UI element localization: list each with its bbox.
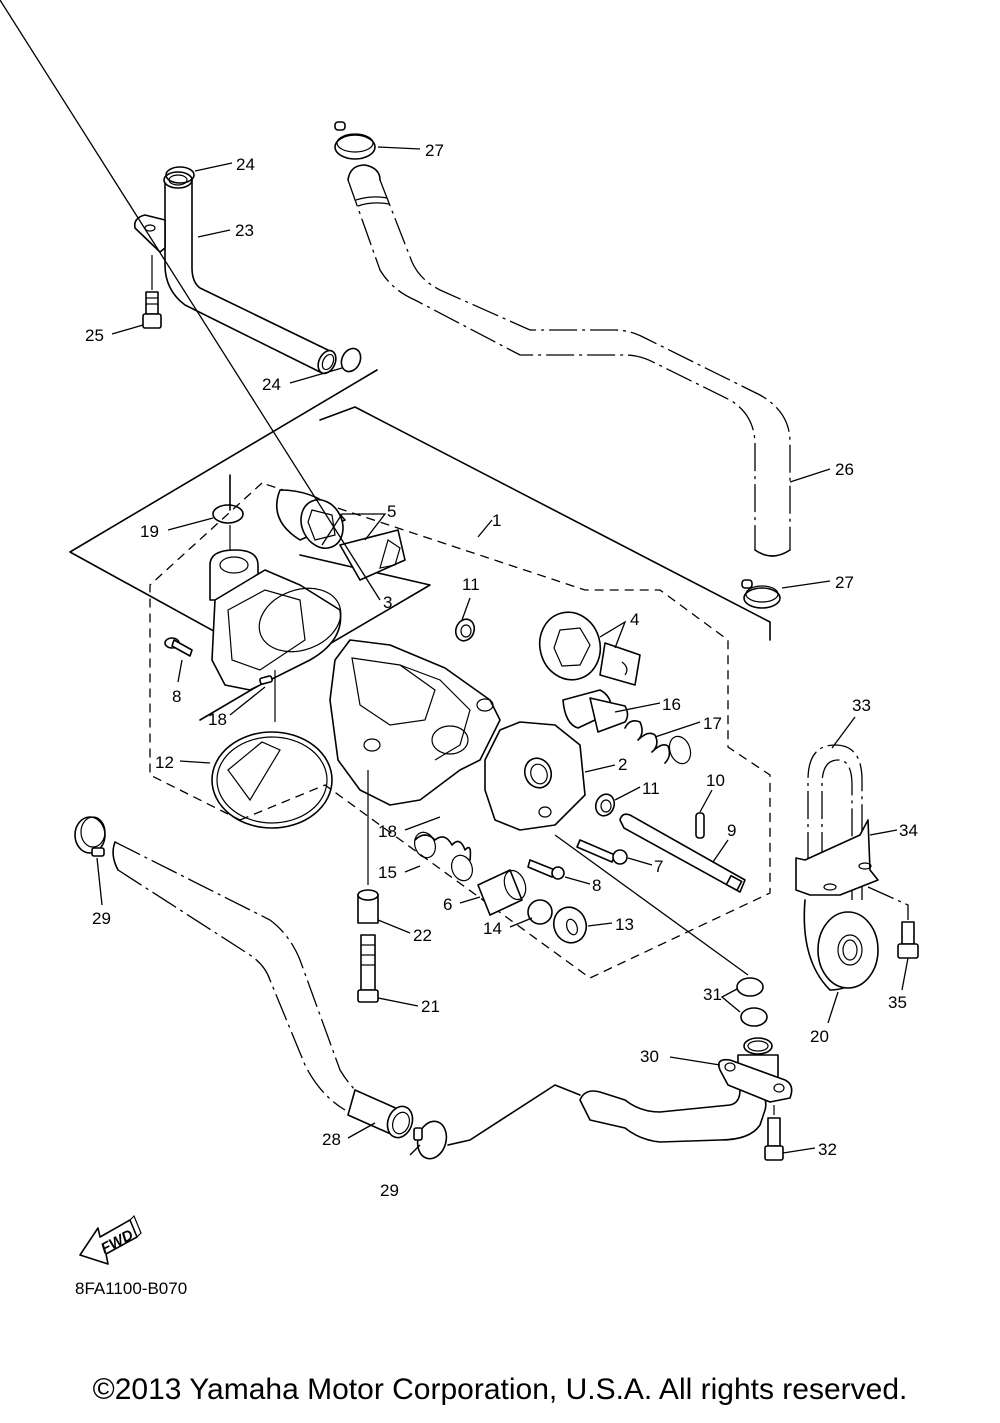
callout-9: 9: [727, 821, 736, 840]
pin-10[interactable]: [695, 812, 705, 839]
rotor-4[interactable]: [532, 605, 641, 686]
clamp-29-left[interactable]: [74, 816, 106, 857]
bolt-32[interactable]: [764, 1105, 784, 1161]
callout-1: 1: [492, 511, 501, 530]
oring-31-lower[interactable]: [740, 1007, 768, 1027]
callout-13: 13: [615, 915, 634, 934]
callout-27-top: 27: [425, 141, 444, 160]
pump-body[interactable]: [329, 639, 501, 806]
fwd-arrow-icon: FWD: [79, 1214, 142, 1265]
callout-31: 31: [703, 985, 722, 1004]
callout-17: 17: [703, 714, 722, 733]
oring-24-top[interactable]: [165, 166, 195, 184]
callout-8-left: 8: [172, 687, 181, 706]
cover-2[interactable]: [484, 721, 586, 831]
spring-17[interactable]: [624, 720, 694, 767]
leader-lines: [0, 0, 909, 1156]
shaft-9[interactable]: [619, 813, 746, 893]
oring-31-upper[interactable]: [736, 977, 764, 997]
callout-27-bottom: 27: [835, 573, 854, 592]
callout-12: 12: [155, 753, 174, 772]
clamp-29-right[interactable]: [413, 1118, 451, 1162]
callout-26: 26: [835, 460, 854, 479]
callout-2: 2: [618, 755, 627, 774]
diagram-code: 8FA1100-B070: [75, 1279, 188, 1298]
assembly-link-lower: [447, 1084, 581, 1146]
bolt-21[interactable]: [357, 934, 379, 1003]
callout-labels: 24 23 25 24 27 26 27 19 5 1 3 11 4 8 18 …: [85, 141, 918, 1200]
bolt-8-right[interactable]: [527, 859, 565, 880]
leader-assembly-30: [554, 834, 749, 976]
pipe-23[interactable]: [133, 171, 340, 376]
strainer-12[interactable]: [211, 670, 333, 829]
oring-19[interactable]: [212, 504, 244, 550]
callout-35: 35: [888, 993, 907, 1012]
callout-16: 16: [662, 695, 681, 714]
spring-15[interactable]: [411, 829, 476, 883]
callout-18-right: 18: [378, 822, 397, 841]
pipe-30[interactable]: [579, 1037, 793, 1143]
callout-33: 33: [852, 696, 871, 715]
bolt-7[interactable]: [576, 839, 628, 865]
callout-24-top: 24: [236, 155, 255, 174]
callout-5: 5: [387, 502, 396, 521]
bolt-35[interactable]: [867, 886, 919, 959]
hose-26[interactable]: [347, 164, 791, 557]
callout-30: 30: [640, 1047, 659, 1066]
sprocket-20[interactable]: [817, 911, 879, 989]
hose-28[interactable]: [112, 841, 417, 1141]
clamp-27-top[interactable]: [334, 121, 376, 160]
assembly-1-boundary: [149, 482, 771, 979]
callout-21: 21: [421, 997, 440, 1016]
callout-25: 25: [85, 326, 104, 345]
callout-7: 7: [654, 857, 663, 876]
dowel-18-left[interactable]: [259, 675, 273, 685]
callout-24-bottom: 24: [262, 375, 281, 394]
callout-14: 14: [483, 919, 502, 938]
callout-10: 10: [706, 771, 725, 790]
callout-22: 22: [413, 926, 432, 945]
collar-22[interactable]: [357, 770, 379, 924]
callout-23: 23: [235, 221, 254, 240]
chain-guide-34[interactable]: [795, 819, 879, 896]
callout-28: 28: [322, 1130, 341, 1149]
callout-11-lower: 11: [642, 779, 660, 798]
ball-14[interactable]: [527, 899, 553, 925]
strainer-housing-3[interactable]: [209, 549, 350, 691]
callout-18-left: 18: [208, 710, 227, 729]
oring-24-bottom[interactable]: [338, 345, 364, 374]
callout-15: 15: [378, 863, 397, 882]
oil-seal-11-upper[interactable]: [453, 597, 477, 643]
callout-8-right: 8: [592, 876, 601, 895]
sleeve-6[interactable]: [477, 867, 530, 916]
bolt-8-left[interactable]: [164, 637, 193, 657]
plunger-16[interactable]: [562, 689, 629, 733]
callout-4: 4: [630, 610, 639, 629]
callout-6: 6: [443, 895, 452, 914]
clamp-27-bottom[interactable]: [741, 579, 781, 609]
bolt-25[interactable]: [142, 255, 162, 329]
callout-29-left: 29: [92, 909, 111, 928]
oil-seal-11-lower[interactable]: [593, 792, 617, 819]
callout-3: 3: [383, 593, 392, 612]
plug-13[interactable]: [549, 903, 591, 948]
callout-34: 34: [899, 821, 918, 840]
callout-11-upper: 11: [462, 575, 480, 594]
callout-20: 20: [810, 1027, 829, 1046]
rotor-5[interactable]: [276, 489, 406, 581]
callout-19: 19: [140, 522, 159, 541]
assembly-bracket-outline: [69, 369, 771, 721]
copyright-notice: ©2013 Yamaha Motor Corporation, U.S.A. A…: [92, 1373, 908, 1406]
callout-29-right: 29: [380, 1181, 399, 1200]
callout-32: 32: [818, 1140, 837, 1159]
